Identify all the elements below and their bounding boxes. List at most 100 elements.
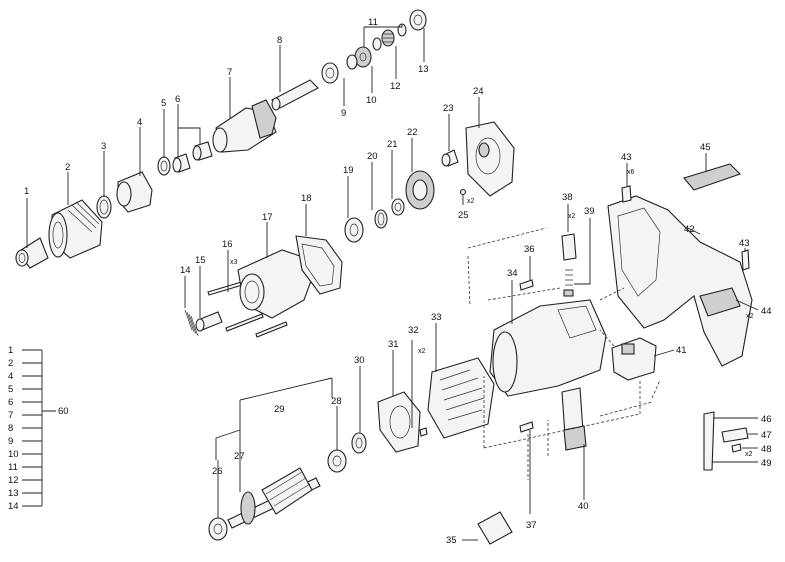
label-part-27: 27 — [234, 451, 245, 462]
assembly-lines — [467, 227, 661, 480]
part-30-bushing — [351, 432, 367, 454]
label-part-2: 2 — [65, 162, 70, 173]
part-28-bearing — [327, 449, 347, 473]
part-14-spring — [184, 309, 199, 337]
part-46-cord — [703, 411, 715, 471]
quantity-labels: x3 x2 x2 x2 x6 x2 x2 — [230, 169, 754, 458]
kit-60-item: 12 — [8, 475, 19, 486]
label-part-31: 31 — [388, 339, 399, 350]
label-part-13: 13 — [418, 64, 429, 75]
part-12-spring — [381, 29, 395, 47]
part-34-motor-housing — [489, 299, 607, 397]
part-5-washer — [157, 156, 171, 176]
part-17-gear-case — [237, 249, 319, 319]
label-part-15: 15 — [195, 255, 206, 266]
label-part-16: 16 — [222, 239, 233, 250]
label-part-45: 45 — [700, 142, 711, 153]
part-35-cord-protector — [477, 511, 513, 545]
label-part-17: 17 — [262, 212, 273, 223]
label-part-28: 28 — [331, 396, 342, 407]
part-36-brush-holder-pin — [519, 279, 534, 291]
part-22-drive-gear — [405, 170, 435, 210]
part-labels: 1 2 3 4 5 6 7 8 9 10 11 12 13 14 15 16 1… — [24, 17, 772, 546]
label-part-40: 40 — [578, 501, 589, 512]
part-33-field — [427, 357, 495, 439]
label-part-43a: 43 — [621, 152, 632, 163]
label-part-33: 33 — [431, 312, 442, 323]
label-part-26: 26 — [212, 466, 223, 477]
label-part-42: 42 — [684, 224, 695, 235]
label-part-5: 5 — [161, 98, 166, 109]
part-45-belt-clip — [683, 163, 742, 191]
qty-part-38: x2 — [568, 213, 576, 220]
kit-60-item: 2 — [8, 358, 13, 369]
label-part-46: 46 — [761, 414, 772, 425]
kit-60-item: 10 — [8, 449, 19, 460]
label-part-36: 36 — [524, 244, 535, 255]
label-part-30: 30 — [354, 355, 365, 366]
label-part-11: 11 — [368, 17, 378, 28]
part-37-pin — [519, 421, 534, 433]
part-42-handle-half — [607, 195, 753, 367]
kit-60-item: 1 — [8, 345, 13, 356]
part-2-chuck-sleeve — [48, 199, 103, 259]
kit-60-legend — [22, 349, 56, 507]
label-part-19: 19 — [343, 165, 354, 176]
part-47-cord-clamp — [721, 427, 749, 443]
label-part-8: 8 — [277, 35, 282, 46]
label-part-22: 22 — [407, 127, 418, 138]
label-part-29: 29 — [274, 404, 285, 415]
label-part-35: 35 — [446, 535, 457, 546]
kit-60-item: 4 — [8, 371, 13, 382]
part-13-bearing — [409, 9, 427, 31]
label-part-1: 1 — [24, 186, 29, 197]
part-40-brush-assembly — [561, 387, 587, 451]
part-7-spindle-housing — [212, 99, 277, 153]
label-part-37: 37 — [526, 520, 537, 531]
part-31-baffle — [377, 391, 421, 453]
label-kit-60: 60 — [58, 406, 69, 417]
qty-part-43: x6 — [627, 169, 635, 176]
label-part-49: 49 — [761, 458, 772, 469]
qty-part-25: x2 — [467, 198, 475, 205]
label-part-7: 7 — [227, 67, 232, 78]
label-part-44: 44 — [761, 306, 772, 317]
part-15-pin — [195, 311, 223, 332]
kit-60-item: 13 — [8, 488, 19, 499]
part-21-washer — [391, 198, 405, 216]
label-part-43b: 43 — [739, 238, 750, 249]
part-25-pin — [459, 188, 467, 196]
label-part-38: 38 — [562, 192, 573, 203]
part-18-gasket — [295, 235, 343, 295]
label-part-24: 24 — [473, 86, 484, 97]
kit-60-item: 6 — [8, 397, 13, 408]
part-24-gear-plate — [465, 121, 515, 197]
kit-60-item: 5 — [8, 384, 13, 395]
kit-60-item: 8 — [8, 423, 13, 434]
label-part-14: 14 — [180, 265, 191, 276]
part-41-switch — [611, 337, 657, 381]
part-10-gear — [346, 46, 372, 70]
label-part-41: 41 — [676, 345, 687, 356]
label-part-4: 4 — [137, 117, 142, 128]
part-19-bearing — [344, 217, 364, 243]
kit-60-item: 14 — [8, 501, 19, 512]
part-1-collar — [15, 237, 49, 269]
part-48-screws — [731, 443, 742, 453]
part-43-screw-a — [621, 185, 632, 203]
label-part-32: 32 — [408, 325, 419, 336]
qty-part-48: x2 — [745, 451, 753, 458]
qty-part-32: x2 — [418, 348, 426, 355]
label-part-20: 20 — [367, 151, 378, 162]
label-part-6: 6 — [175, 94, 180, 105]
part-4-spindle-nut — [116, 171, 153, 213]
qty-part-16: x3 — [230, 259, 238, 266]
label-part-3: 3 — [101, 141, 106, 152]
label-part-10: 10 — [366, 95, 377, 106]
group-bracket-29 — [215, 377, 333, 462]
leader-lines — [26, 24, 759, 541]
kit-60-item: 11 — [8, 462, 18, 473]
label-part-47: 47 — [761, 430, 772, 441]
